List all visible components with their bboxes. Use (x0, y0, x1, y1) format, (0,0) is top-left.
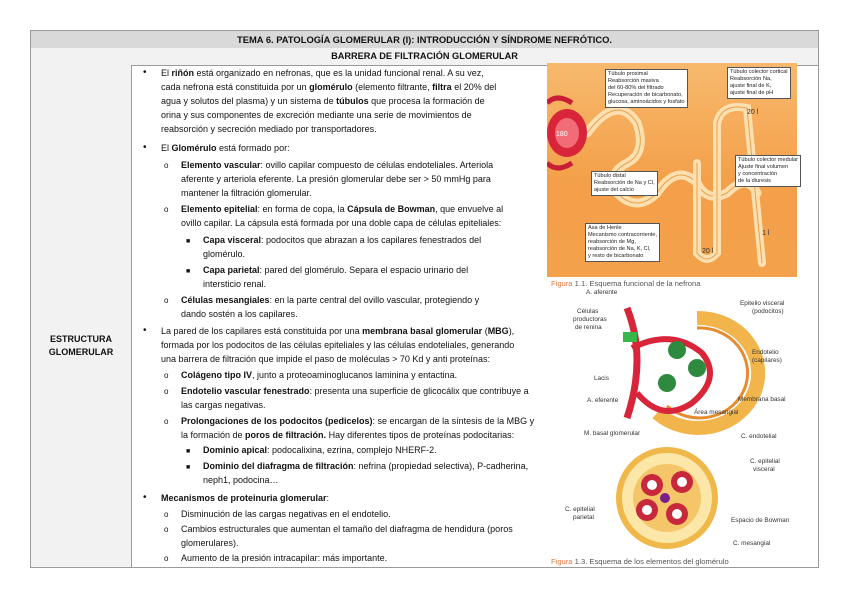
text-line: Prolongaciones de los podocitos (pedicel… (181, 416, 535, 426)
text-line: dando sostén a los capilares. (181, 309, 298, 319)
section-subtitle: BARRERA DE FILTRACIÓN GLOMERULAR (31, 48, 818, 66)
label-afferent: A. aferente (586, 289, 618, 296)
bullet-icon: • (143, 142, 147, 153)
label-capillaries: (capilares) (752, 357, 782, 364)
label-visceral-epithelial-1: C. epitelial (750, 458, 780, 465)
text-line: reabsorción y secreción mediado por tran… (161, 124, 377, 134)
glomerulus-elements-figure: M. basal glomerular C. endotelial C. epi… (547, 430, 797, 556)
text-line: intersticio renal. (203, 279, 267, 289)
label-bowman-space: Espacio de Bowman (731, 517, 790, 524)
label-visceral-epithelium: Epitelio visceral (740, 300, 785, 307)
square-bullet-icon: ■ (186, 464, 191, 471)
square-bullet-icon: ■ (186, 448, 191, 455)
label-efferent: A. eferente (587, 397, 619, 404)
circle-bullet-icon: o (164, 510, 169, 519)
section-label: ESTRUCTURA GLOMERULAR (31, 333, 131, 359)
label-podocytes: (podocitos) (752, 308, 784, 315)
label-lacis: Lacis (594, 375, 609, 382)
text-line: Capa visceral: podocitos que abrazan a l… (203, 235, 482, 245)
text-line: Mecanismos de proteinuria glomerular: (161, 493, 330, 503)
figure-caption-1: Figura 1.1. Esquema funcional de la nefr… (551, 279, 701, 288)
glomerulus-figure: A. aferente Células productoras de renin… (547, 288, 797, 438)
text-line: El riñón está organizado en nefronas, qu… (161, 68, 484, 78)
nephron-illustration: 180 20 l 20 l 1 l (547, 95, 770, 267)
text-line: glomérulo. (203, 249, 246, 259)
label-basement-membrane: Membrana basal (738, 396, 786, 403)
figure-caption-3: Figura 1.3. Esquema de los elementos del… (551, 557, 729, 566)
flow-number: 20 l (747, 109, 759, 116)
text-line: formada por los podocitos de las células… (161, 340, 515, 350)
label-endothelial-cell: C. endotelial (741, 433, 777, 440)
text-line: Elemento vascular: ovillo capilar compue… (181, 160, 494, 170)
label-visceral-epithelial-2: visceral (753, 466, 775, 473)
text-line: agua y solutos del plasma) y un sistema … (161, 96, 485, 106)
circle-bullet-icon: o (164, 205, 169, 214)
circle-bullet-icon: o (164, 387, 169, 396)
label-renin-cells-3: de renina (575, 324, 602, 331)
label-mesangial-area: Área mesangial (694, 409, 739, 416)
flow-number-180: 180 (556, 131, 568, 138)
text-line: Cambios estructurales que aumentan el ta… (181, 524, 513, 534)
text-line: ovillo capilar. La cápsula está formada … (181, 218, 502, 228)
text-line: las cargas negativas. (181, 400, 266, 410)
text-line: Colágeno tipo IV, junto a proteoaminoglu… (181, 370, 458, 380)
content-table: TEMA 6. PATOLOGÍA GLOMERULAR (I): INTROD… (30, 30, 819, 568)
text-line: glomerulares). (181, 538, 239, 548)
text-line: Capa parietal: pared del glomérulo. Sepa… (203, 265, 469, 275)
text-line: La pared de los capilares está constitui… (161, 326, 515, 336)
bullet-icon: • (143, 492, 147, 503)
flow-number: 1 l (762, 230, 770, 237)
section-label-line-2: GLOMERULAR (48, 347, 114, 357)
text-line: una barrera de filtración que impide el … (161, 354, 490, 364)
circle-bullet-icon: o (164, 371, 169, 380)
text-line: neph1, podocina… (203, 475, 279, 485)
text-line: Elemento epitelial: en forma de copa, la… (181, 204, 504, 214)
text-line: cada nefrona está constituida por un glo… (161, 82, 497, 92)
circle-bullet-icon: o (164, 417, 169, 426)
label-gbm: M. basal glomerular (584, 430, 641, 437)
label-endothelium: Endotelio (752, 349, 779, 356)
text-line: Endotelio vascular fenestrado: presenta … (181, 386, 529, 396)
text-line: la formación de poros de filtración. Hay… (181, 430, 515, 440)
text-line: Dominio del diafragma de filtración: nef… (203, 461, 529, 471)
label-parietal-epithelial-2: parietal (573, 514, 594, 521)
circle-bullet-icon: o (164, 554, 169, 563)
text-line: mantener la filtración glomerular. (181, 188, 312, 198)
text-line: El Glomérulo está formado por: (161, 143, 290, 153)
glomerulus-elements-illustration (616, 447, 718, 549)
glomerulus-illustration (623, 306, 766, 435)
label-mesangial-cell: C. mesangial (733, 540, 771, 547)
text-line: Dominio apical: podocalixina, ezrina, co… (203, 445, 437, 455)
section-label-column: ESTRUCTURA GLOMERULAR (31, 65, 132, 567)
section-label-line-1: ESTRUCTURA (50, 334, 112, 344)
circle-bullet-icon: o (164, 296, 169, 305)
label-renin-cells-2: productoras (573, 316, 607, 323)
text-line: orina y sus componentes de excreción med… (161, 110, 472, 120)
flow-number: 20 l (702, 248, 714, 255)
text-line: Células mesangiales: en la parte central… (181, 295, 480, 305)
square-bullet-icon: ■ (186, 238, 191, 245)
text-line: aferente y arteriola eferente. La presió… (181, 174, 491, 184)
label-parietal-epithelial-1: C. epitelial (565, 506, 595, 513)
label-renin-cells-1: Células (577, 308, 599, 315)
text-line: Disminución de las cargas negativas en e… (181, 509, 391, 519)
circle-bullet-icon: o (164, 525, 169, 534)
circle-bullet-icon: o (164, 161, 169, 170)
bullet-icon: • (143, 67, 147, 78)
bullet-icon: • (143, 325, 147, 336)
text-line: Aumento de la presión intracapilar: más … (181, 553, 388, 563)
square-bullet-icon: ■ (186, 268, 191, 275)
